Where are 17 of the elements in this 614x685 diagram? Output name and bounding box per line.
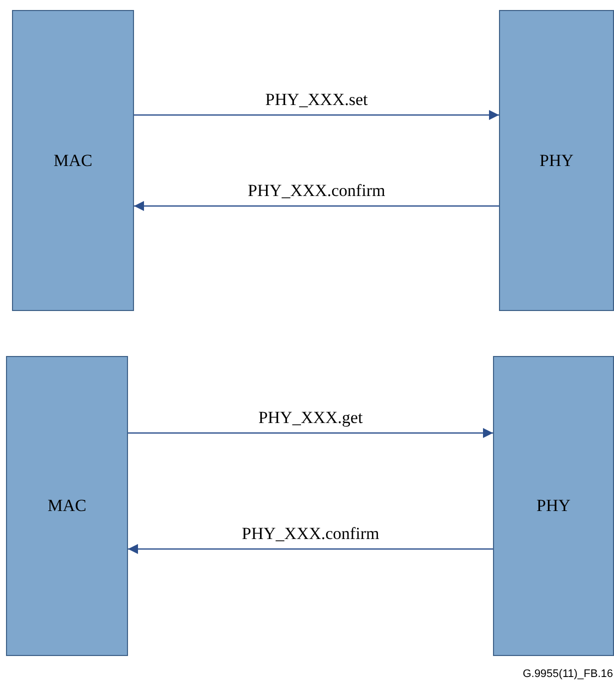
- figure-code: G.9955(11)_FB.16: [522, 667, 613, 682]
- block: [493, 356, 614, 656]
- edge-label: PHY_XXX.get: [258, 407, 363, 429]
- block-label: MAC: [48, 495, 86, 518]
- edge-label: PHY_XXX.confirm: [248, 180, 386, 202]
- block-label: PHY: [539, 150, 574, 172]
- block: [499, 10, 614, 311]
- block: [6, 356, 128, 656]
- block: [12, 10, 134, 311]
- block-label: MAC: [54, 150, 92, 172]
- arrow: [128, 428, 493, 438]
- edge-label: PHY_XXX.confirm: [242, 523, 380, 545]
- arrow: [128, 544, 493, 554]
- arrow: [134, 110, 499, 120]
- arrow: [134, 201, 499, 211]
- edge-label: PHY_XXX.set: [265, 89, 368, 111]
- block-label: PHY: [536, 495, 570, 518]
